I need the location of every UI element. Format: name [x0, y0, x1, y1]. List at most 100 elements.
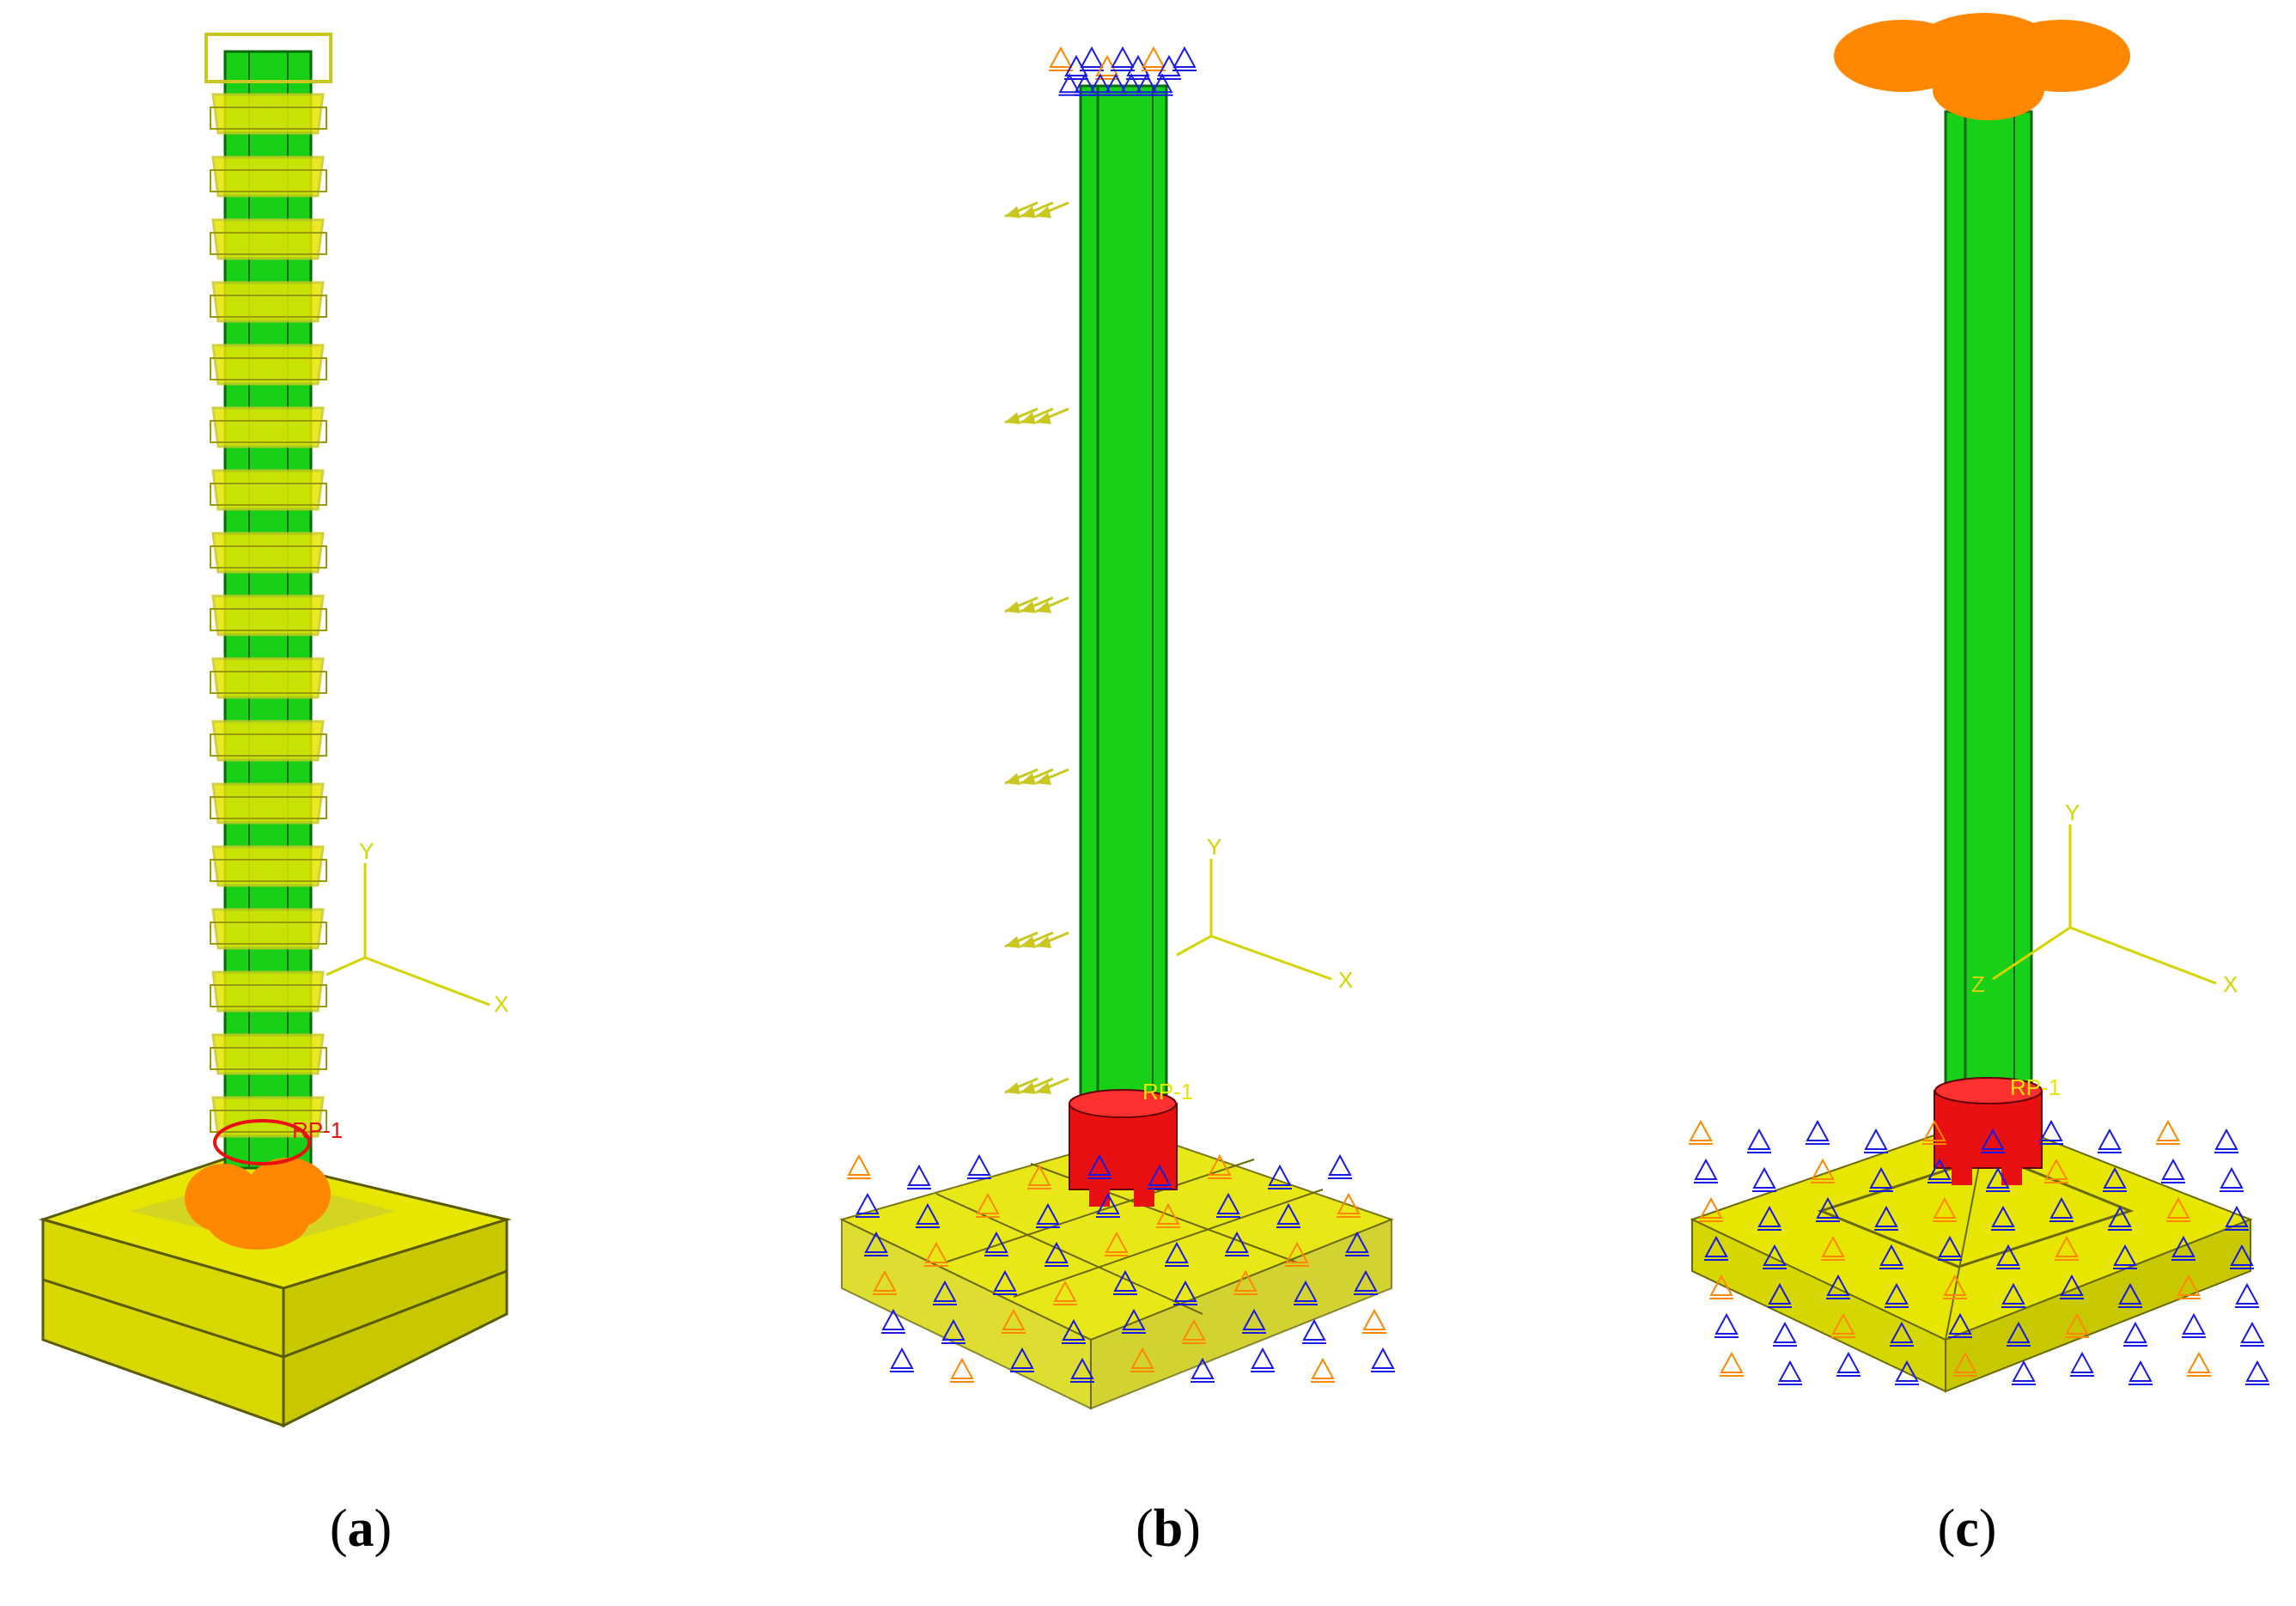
constraint-glyph [856, 1192, 880, 1218]
constraint-glyph [1080, 46, 1104, 71]
panel-c: RP-1 Y X Z [1649, 0, 2296, 1460]
constraint-glyph [2044, 1158, 2068, 1183]
constraint-glyph [941, 1318, 965, 1344]
constraint-glyph [881, 1308, 905, 1334]
load-arrow-head [1036, 1082, 1051, 1094]
constraint-glyph [1836, 1351, 1861, 1377]
constraint-glyph [1002, 1308, 1026, 1334]
constraint-glyph [1345, 1231, 1369, 1256]
steel-sleeve [1934, 1077, 2043, 1185]
constraint-glyph [1996, 1244, 2020, 1269]
constraint-glyph [1869, 1166, 1893, 1192]
constraint-glyph [1242, 1308, 1266, 1334]
constraint-glyph [916, 1202, 940, 1228]
constraint-glyph [1191, 1357, 1215, 1383]
constraint-glyph [1699, 1196, 1723, 1222]
constraint-glyph [2214, 1128, 2238, 1153]
constraint-glyph [2098, 1128, 2122, 1153]
load-arrow-head [1036, 206, 1051, 218]
constraint-glyph [1811, 1158, 1835, 1183]
constraint-glyph [1689, 1119, 1713, 1145]
constraint-glyph [1362, 1308, 1386, 1334]
constraint-glyph [1354, 1269, 1378, 1295]
caption-b: (b) [1136, 1500, 1201, 1558]
ref-point-label: RP-1 [2010, 1074, 2061, 1100]
constraint-glyph [1879, 1244, 1903, 1269]
load-arrow-head [1020, 936, 1036, 948]
constraint-glyph [1105, 1231, 1129, 1256]
constraint-glyph [1933, 1196, 1957, 1222]
constraint-glyph [1720, 1351, 1744, 1377]
panel-b: RP-1 Y X [773, 0, 1460, 1460]
tie-wrap [210, 782, 327, 824]
constraint-glyph [2065, 1312, 2089, 1338]
load-arrow-head [1005, 412, 1020, 424]
constraint-glyph [1010, 1347, 1034, 1372]
constraint-glyph [1704, 1235, 1728, 1261]
constraint-glyph [2220, 1166, 2244, 1192]
constraint-glyph [1816, 1196, 1840, 1222]
constraint-glyph [1885, 1282, 1909, 1308]
constraint-glyph [976, 1192, 1000, 1218]
constraint-glyph [1895, 1360, 1919, 1385]
constraint-glyph [907, 1164, 931, 1189]
load-arrow-head [1020, 1082, 1036, 1094]
constraint-glyph [2070, 1351, 2094, 1377]
constraint-glyph [1049, 46, 1073, 71]
tie-wraps [210, 93, 327, 1138]
constraint-glyph [1036, 1202, 1060, 1228]
load-arrow-head [1020, 412, 1036, 424]
constraint-glyph [924, 1241, 948, 1267]
constraint-glyph [1302, 1318, 1326, 1344]
constraint-glyph [1225, 1231, 1249, 1256]
tie-wrap [210, 218, 327, 260]
constraint-glyph [1943, 1274, 1967, 1299]
constraint-glyph [2161, 1158, 2185, 1183]
tie-wrap [210, 594, 327, 636]
constraint-glyph [2156, 1119, 2180, 1145]
constraint-glyph [1268, 1164, 1292, 1189]
axis-y-label: Y [2065, 800, 2080, 825]
constraint-glyph [933, 1280, 957, 1305]
tie-wrap [210, 155, 327, 198]
constraint-glyph [1953, 1351, 1977, 1377]
constraint-glyph [2113, 1244, 2137, 1269]
constraint-glyph [1778, 1360, 1802, 1385]
constraint-glyph [2129, 1360, 2153, 1385]
constraint-glyph [1070, 1357, 1094, 1383]
constraint-glyph [984, 1231, 1008, 1256]
axis-y-label: Y [1207, 834, 1221, 860]
constraint-glyph [2060, 1274, 2084, 1299]
tie-wrap [210, 406, 327, 448]
load-arrow-head [1005, 601, 1020, 613]
constraint-glyph [1172, 46, 1197, 71]
base-constraints [847, 1153, 1395, 1383]
constraint-glyph [1328, 1153, 1352, 1179]
constraint-glyph [1151, 73, 1173, 96]
constraint-glyph [890, 1347, 914, 1372]
caption-letter-a: a [347, 1500, 375, 1558]
constraint-glyph [1096, 1192, 1120, 1218]
axis-triad [326, 863, 490, 1007]
constraint-glyph [1216, 1192, 1240, 1218]
base-load-cluster [185, 1119, 331, 1250]
constraint-glyph [2240, 1321, 2264, 1347]
top-cap [204, 33, 332, 83]
tie-wrap [210, 281, 327, 323]
axis-x-label: X [2223, 971, 2238, 997]
constraint-glyph [1694, 1158, 1718, 1183]
load-arrow-head [1036, 773, 1051, 785]
constraint-glyph [1757, 1205, 1781, 1231]
constraint-glyph [1156, 1202, 1180, 1228]
panel-a: RP-1 Y X [0, 0, 601, 1460]
constraint-glyph [1148, 1164, 1172, 1189]
constraint-glyph [1165, 1241, 1189, 1267]
constraint-glyph [1182, 1318, 1206, 1344]
constraint-glyph [2225, 1205, 2249, 1231]
constraint-glyph [1874, 1205, 1898, 1231]
caption-a: (a) [329, 1500, 393, 1558]
constraint-glyph [1747, 1128, 1771, 1153]
constraint-glyph [1948, 1312, 1972, 1338]
constraint-glyph [2235, 1282, 2259, 1308]
constraint-glyph [1053, 1280, 1077, 1305]
